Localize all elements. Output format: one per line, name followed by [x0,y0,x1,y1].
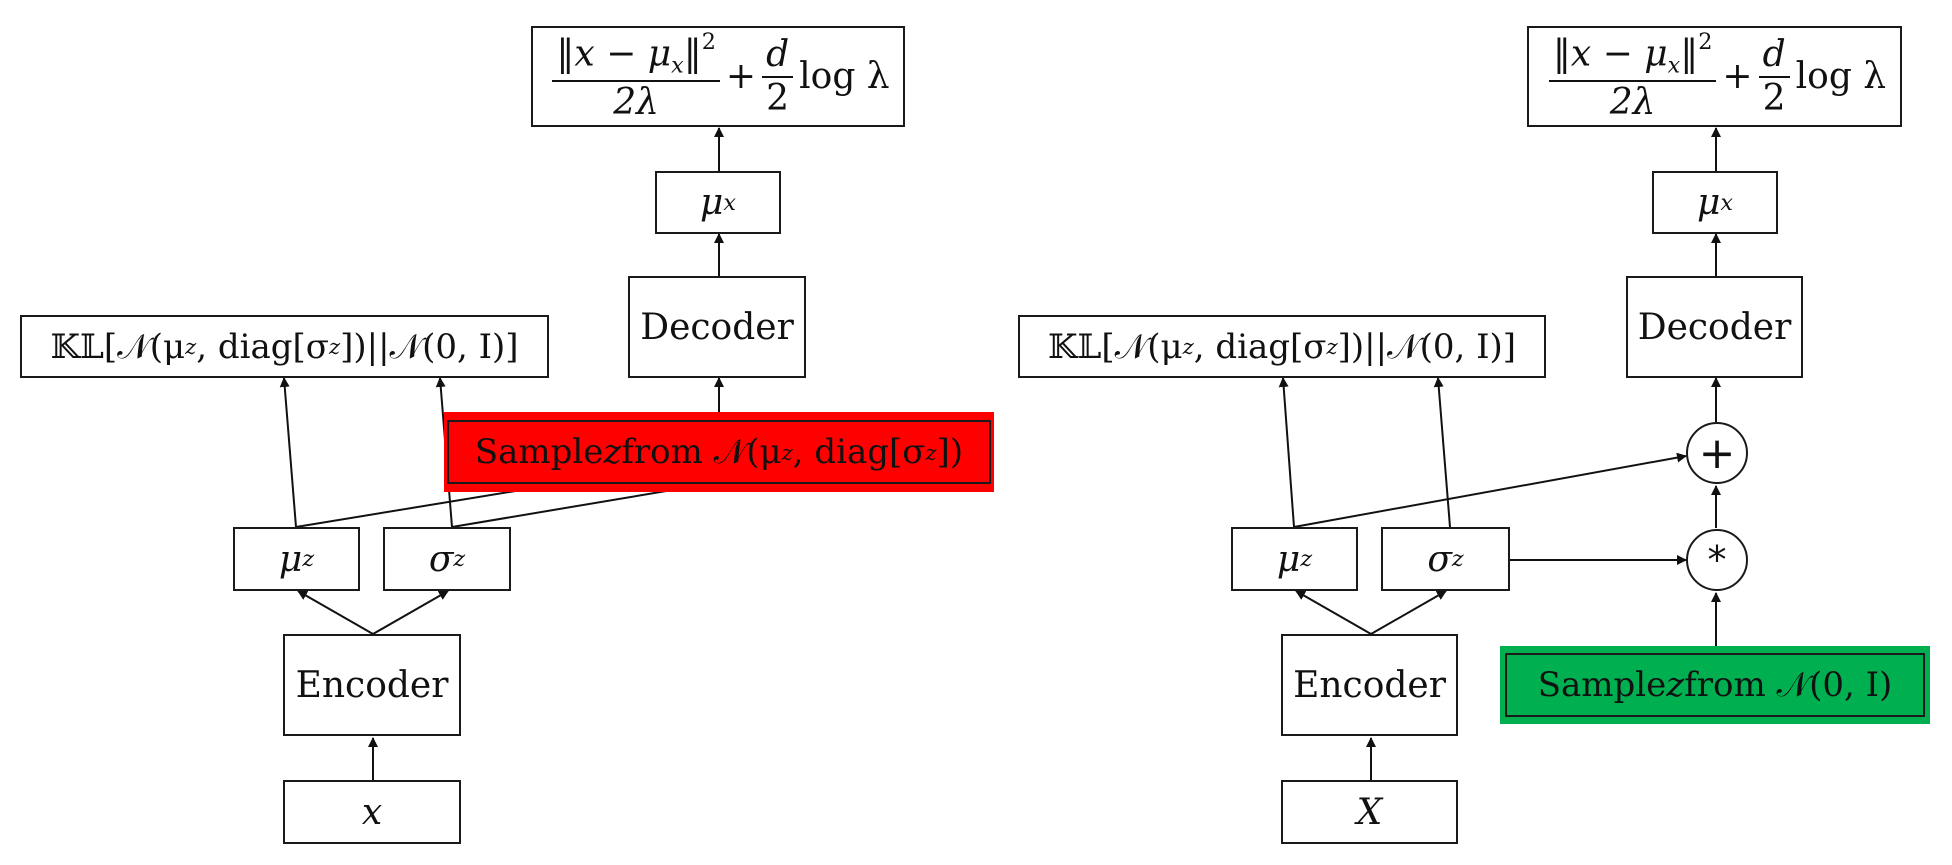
loss-plus: + [725,56,757,97]
encoder-box: Encoder [283,634,461,736]
mu-x-sub: x [723,189,736,216]
arrow-encoder-to-sigma-z-r [1370,590,1447,635]
kl-text-pre-r: 𝕂𝕃[𝒩(μ [1047,326,1183,367]
multiply-operator: * [1686,529,1748,591]
loss-numerator-sub-r: x [1667,52,1681,79]
sample-text-mid2: , diag[σ [792,432,926,472]
input-x-box: x [283,780,461,844]
arrow-encoder-to-mu-z [297,590,374,635]
loss-box: ‖x − μx‖2 2λ + d 2 log λ [531,26,905,127]
d-numerator-r: d [1758,35,1790,78]
loss-numerator-sup-r: 2 [1698,29,1713,56]
kl-sub-2-r: z [1326,334,1338,359]
kl-text-post: ])||𝒩(0, I)] [340,326,519,367]
d-fraction: d 2 [762,35,794,119]
arrow-sigma-z-to-kl-r [1433,377,1451,528]
mu-z-sub: z [302,546,315,572]
kl-text-pre: 𝕂𝕃[𝒩(μ [50,326,186,367]
mu-x-symbol: μ [700,182,724,223]
kl-text-mid-r: , diag[σ [1193,326,1327,367]
loss-fraction: ‖x − μx‖2 2λ [552,29,720,124]
loss-log-term: log λ [799,56,890,97]
mu-z-symbol-r: μ [1276,538,1301,580]
loss-denominator-r: 2λ [1609,82,1656,124]
loss-numerator: ‖x − μ [556,33,672,75]
sigma-z-symbol: σ [428,538,454,580]
decoder-box-r: Decoder [1626,276,1803,378]
loss-box-r: ‖x − μx‖2 2λ + d 2 log λ [1527,26,1902,127]
kl-text-mid: , diag[σ [196,326,329,367]
sample-text-pre-r: Sample [1537,665,1667,705]
arrow-encoder-to-mu-z-r [1295,590,1372,635]
plus-operator: + [1686,422,1748,484]
sample-sub-1: z [781,439,793,465]
sample-text-mid: from 𝒩(μ [621,432,782,472]
arrow-mu-z-to-kl [279,377,297,528]
loss-numerator-sup: 2 [701,29,716,56]
mu-x-sub-r: x [1720,189,1733,216]
sample-text-post: ]) [936,432,964,472]
sample-box-r: Sample z from 𝒩(0, I) [1505,653,1925,717]
d-numerator: d [762,35,794,78]
mu-z-sub-r: z [1300,546,1313,572]
loss-fraction-r: ‖x − μx‖2 2λ [1548,29,1717,124]
encoder-box-r: Encoder [1281,634,1458,736]
sample-sub-2: z [925,439,937,465]
mu-x-symbol-r: μ [1697,182,1721,223]
arrow-mu-z-to-kl-r [1278,377,1295,528]
loss-numerator-end-r: ‖ [1680,33,1699,75]
sample-text-pre: Sample [474,432,604,472]
loss-numerator-sub: x [671,52,684,79]
decoder-box: Decoder [628,276,806,378]
d-denominator-r: 2 [1762,77,1786,119]
sample-green-highlight: Sample z from 𝒩(0, I) [1500,646,1930,724]
arrow-mu-z-to-plus-r [1293,452,1687,528]
kl-sub-2: z [328,334,341,359]
loss-numerator-end: ‖ [683,33,702,75]
loss-log-term-r: log λ [1795,56,1887,97]
sigma-z-symbol-r: σ [1427,538,1452,580]
loss-denominator: 2λ [613,82,659,124]
input-x-box-r: X [1281,780,1458,844]
kl-sub-1-r: z [1182,334,1194,359]
arrow-encoder-to-sigma-z [372,590,449,635]
loss-numerator-r: ‖x − μ [1552,33,1668,75]
d-fraction-r: d 2 [1758,35,1790,119]
mu-z-symbol: μ [278,538,303,580]
loss-plus-r: + [1722,56,1753,97]
sample-z-r: z [1666,665,1685,705]
d-denominator: 2 [766,77,790,119]
kl-text-post-r: ])||𝒩(0, I)] [1337,326,1517,367]
kl-sub-1: z [185,334,197,359]
sample-z: z [603,432,622,472]
sigma-z-sub-r: z [1451,546,1464,572]
sample-text-post-r: from 𝒩(0, I) [1684,665,1893,705]
sigma-z-sub: z [453,546,466,572]
